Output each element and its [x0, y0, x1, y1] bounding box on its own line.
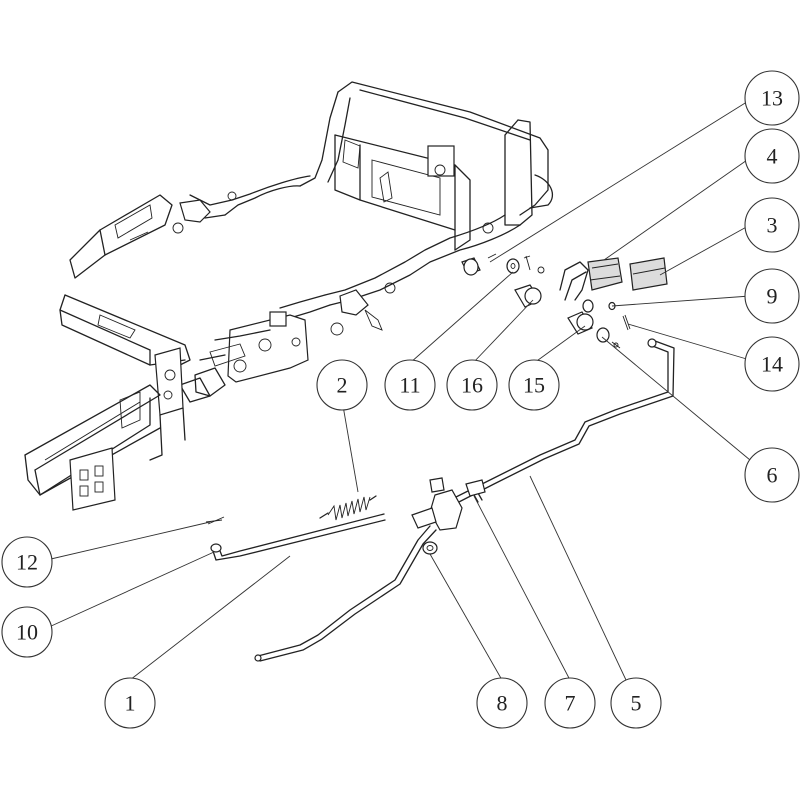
bracket-plate	[427, 145, 455, 177]
callout-2: 2	[316, 359, 368, 411]
callout-5: 5	[610, 677, 662, 729]
callout-14-label: 14	[761, 352, 783, 377]
callout-13-label: 13	[761, 86, 783, 111]
callout-8: 8	[476, 677, 528, 729]
callout-4-label: 4	[767, 144, 778, 169]
part-pin	[523, 255, 545, 274]
callout-16-label: 16	[461, 373, 483, 398]
callout-14: 14	[744, 336, 800, 392]
callout-1: 1	[104, 677, 156, 729]
callout-9: 9	[744, 268, 800, 324]
callout-7-label: 7	[565, 691, 576, 716]
part-16-sleeve	[514, 284, 542, 308]
part-5-pedal-shaft	[449, 338, 675, 505]
part-hub	[411, 477, 463, 531]
callout-12: 12	[1, 536, 53, 588]
callout-8-label: 8	[497, 691, 508, 716]
callout-3: 3	[744, 197, 800, 253]
callout-15-label: 15	[523, 373, 545, 398]
callout-6: 6	[744, 447, 800, 503]
part-1-rod	[210, 513, 386, 561]
part-6-pivot	[596, 327, 621, 349]
mower-frame	[24, 81, 553, 511]
part-8-nut	[422, 541, 438, 555]
part-12-clip	[205, 516, 225, 525]
callout-12-label: 12	[16, 550, 38, 575]
part-7-bolt	[465, 479, 486, 503]
callout-6-label: 6	[767, 463, 778, 488]
part-11-washer	[506, 258, 520, 274]
part-13-bushing	[461, 253, 497, 276]
callout-3-label: 3	[767, 213, 778, 238]
part-3-pedal-pad	[629, 257, 668, 291]
part-15-bushing	[567, 311, 594, 335]
callout-11: 11	[384, 359, 436, 411]
leader-lines	[37, 99, 751, 681]
callout-15: 15	[508, 359, 560, 411]
callout-9-label: 9	[767, 284, 778, 309]
callout-10: 10	[1, 606, 53, 658]
callout-5-label: 5	[631, 691, 642, 716]
callout-10-label: 10	[16, 620, 38, 645]
callout-11-label: 11	[399, 373, 420, 398]
callout-13: 13	[744, 70, 800, 126]
pedal-linkage-rod	[254, 525, 437, 662]
callout-1-label: 1	[125, 691, 136, 716]
part-14-cotter-pin	[622, 314, 631, 331]
part-4-pedal-bracket	[559, 257, 623, 313]
callout-2-label: 2	[337, 373, 348, 398]
callout-7: 7	[544, 677, 596, 729]
part-2-spring	[319, 495, 377, 521]
callout-4: 4	[744, 128, 800, 184]
callout-16: 16	[446, 359, 498, 411]
